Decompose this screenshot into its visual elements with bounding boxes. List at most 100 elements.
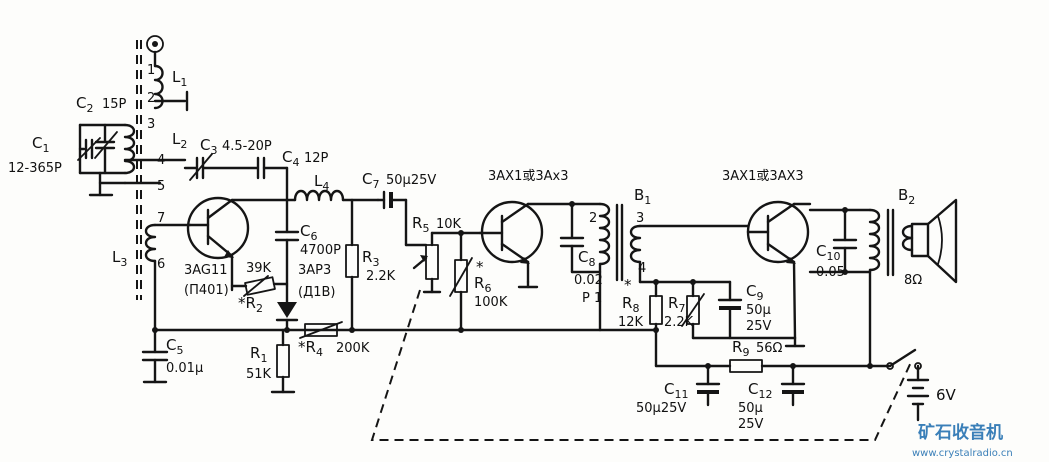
resistor-R7 <box>681 279 705 340</box>
battery-icon <box>906 378 930 422</box>
label-C12-value2: 25V <box>738 417 764 432</box>
resistor-R4 <box>299 321 343 339</box>
label-B1-pin4: 4 <box>638 261 646 276</box>
label-B1: B1 <box>634 186 651 207</box>
label-R8: R8 <box>622 294 639 315</box>
label-C8-value: 0.02 <box>574 273 603 288</box>
label-R4: *R4 <box>298 338 323 359</box>
label-R2-value: 39K <box>246 261 272 276</box>
label-L3: L3 <box>112 248 127 269</box>
label-C1-value: 12-365P <box>8 161 62 176</box>
coil-L3 <box>144 223 192 332</box>
capacitor-C12 <box>780 364 806 407</box>
label-R6-value: 100K <box>474 295 508 310</box>
label-D1-type: 3AP3 <box>298 263 331 278</box>
label-R6: R6 <box>474 274 491 295</box>
label-C8: C8 <box>578 248 595 269</box>
label-C7: C7 <box>362 170 379 191</box>
label-D1-alt: (Д1B) <box>298 285 336 300</box>
label-L4: L4 <box>314 172 329 193</box>
potentiometer-R5 <box>404 231 482 294</box>
label-R6-star: * <box>476 258 484 276</box>
coil-L1 <box>153 64 189 112</box>
label-C9-value2: 25V <box>746 319 772 334</box>
transistor-T1 <box>186 196 289 292</box>
label-C11-value: 50μ25V <box>636 401 686 416</box>
label-L2-pin4: 4 <box>157 153 165 168</box>
capacitor-C7 <box>376 190 408 247</box>
label-C4: C4 <box>282 148 299 169</box>
label-C4-value: 12P <box>304 151 329 166</box>
label-R1-value: 51K <box>246 367 272 382</box>
label-T1-alt: (Π401) <box>184 283 229 298</box>
capacitor-C2 <box>94 123 118 175</box>
label-C6-value: 4700P <box>300 243 341 258</box>
capacitor-C4 <box>256 156 289 202</box>
label-C9-value1: 50μ <box>746 303 771 318</box>
label-R7-value: 2.2K <box>664 315 694 330</box>
label-T3-type: 3AX1或3AX3 <box>722 169 804 184</box>
label-R8-value: 12K <box>618 315 644 330</box>
label-L1: L1 <box>172 68 187 89</box>
label-L2: L2 <box>172 130 187 151</box>
label-L1-pin1: 1 <box>147 63 155 78</box>
label-R8-star: * <box>624 276 632 294</box>
label-L1-pin3: 3 <box>147 117 155 132</box>
watermark-url: www.crystalradio.cn <box>912 448 1013 459</box>
label-battery: 6V <box>936 386 957 404</box>
label-T1-type: 3AG11 <box>184 263 228 278</box>
label-R7: R7 <box>668 294 685 315</box>
speaker-icon <box>910 198 958 284</box>
resistor-R8 <box>649 279 663 368</box>
label-R3-value: 2.2K <box>366 269 396 284</box>
label-B1-pin2: 2 <box>589 211 597 226</box>
capacitor-C9 <box>691 280 797 340</box>
label-C5-value: 0.01μ <box>166 361 203 376</box>
gang-link <box>370 289 913 441</box>
label-R9-value: 56Ω <box>756 341 783 356</box>
label-speaker-value: 8Ω <box>904 273 922 288</box>
label-C2-value: 15P <box>102 97 127 112</box>
label-L3-pin7: 7 <box>157 211 165 226</box>
antenna <box>146 35 164 68</box>
label-C5: C5 <box>166 336 183 357</box>
power-switch <box>886 348 922 382</box>
diode-D1 <box>275 284 299 332</box>
label-C10-value: 0.05 <box>816 265 845 280</box>
label-C11: C11 <box>664 380 688 401</box>
capacitor-C6 <box>274 198 300 288</box>
label-R4-value: 200K <box>336 341 370 356</box>
capacitor-C8 <box>559 201 602 274</box>
label-C2: C2 <box>76 94 93 115</box>
capacitor-C10 <box>808 207 872 275</box>
resistor-R9 <box>705 359 892 373</box>
watermark-title: 矿石收音机 <box>918 422 1003 443</box>
label-C6: C6 <box>300 222 317 243</box>
resistor-R1 <box>270 328 296 394</box>
label-C1: C1 <box>32 134 49 155</box>
resistor-R2 <box>230 275 289 297</box>
label-T2-type: 3AX1或3Ax3 <box>488 169 568 184</box>
capacitor-C11 <box>695 364 721 407</box>
label-R5-value: 10K <box>436 217 462 232</box>
label-C3-value: 4.5-20P <box>222 139 272 154</box>
transistor-T2 <box>478 200 602 289</box>
label-L1-pin2: 2 <box>147 91 155 106</box>
transistor-T3 <box>746 200 812 348</box>
label-R1: R1 <box>250 344 267 365</box>
label-C12-value1: 50μ <box>738 401 763 416</box>
label-C12: C12 <box>748 380 772 401</box>
resistor-R3 <box>345 198 359 332</box>
label-C10: C10 <box>816 242 840 263</box>
label-C3: C3 <box>200 136 217 157</box>
coil-L2 <box>78 123 187 197</box>
label-B1-pin3: 3 <box>636 211 644 226</box>
label-C7-value: 50μ25V <box>386 173 436 188</box>
label-R2: *R2 <box>238 294 263 315</box>
label-B1-p1: P 1 <box>582 291 602 306</box>
capacitor-C3 <box>183 153 259 181</box>
resistor-R6 <box>449 230 473 332</box>
label-L2-pin5: 5 <box>157 179 165 194</box>
